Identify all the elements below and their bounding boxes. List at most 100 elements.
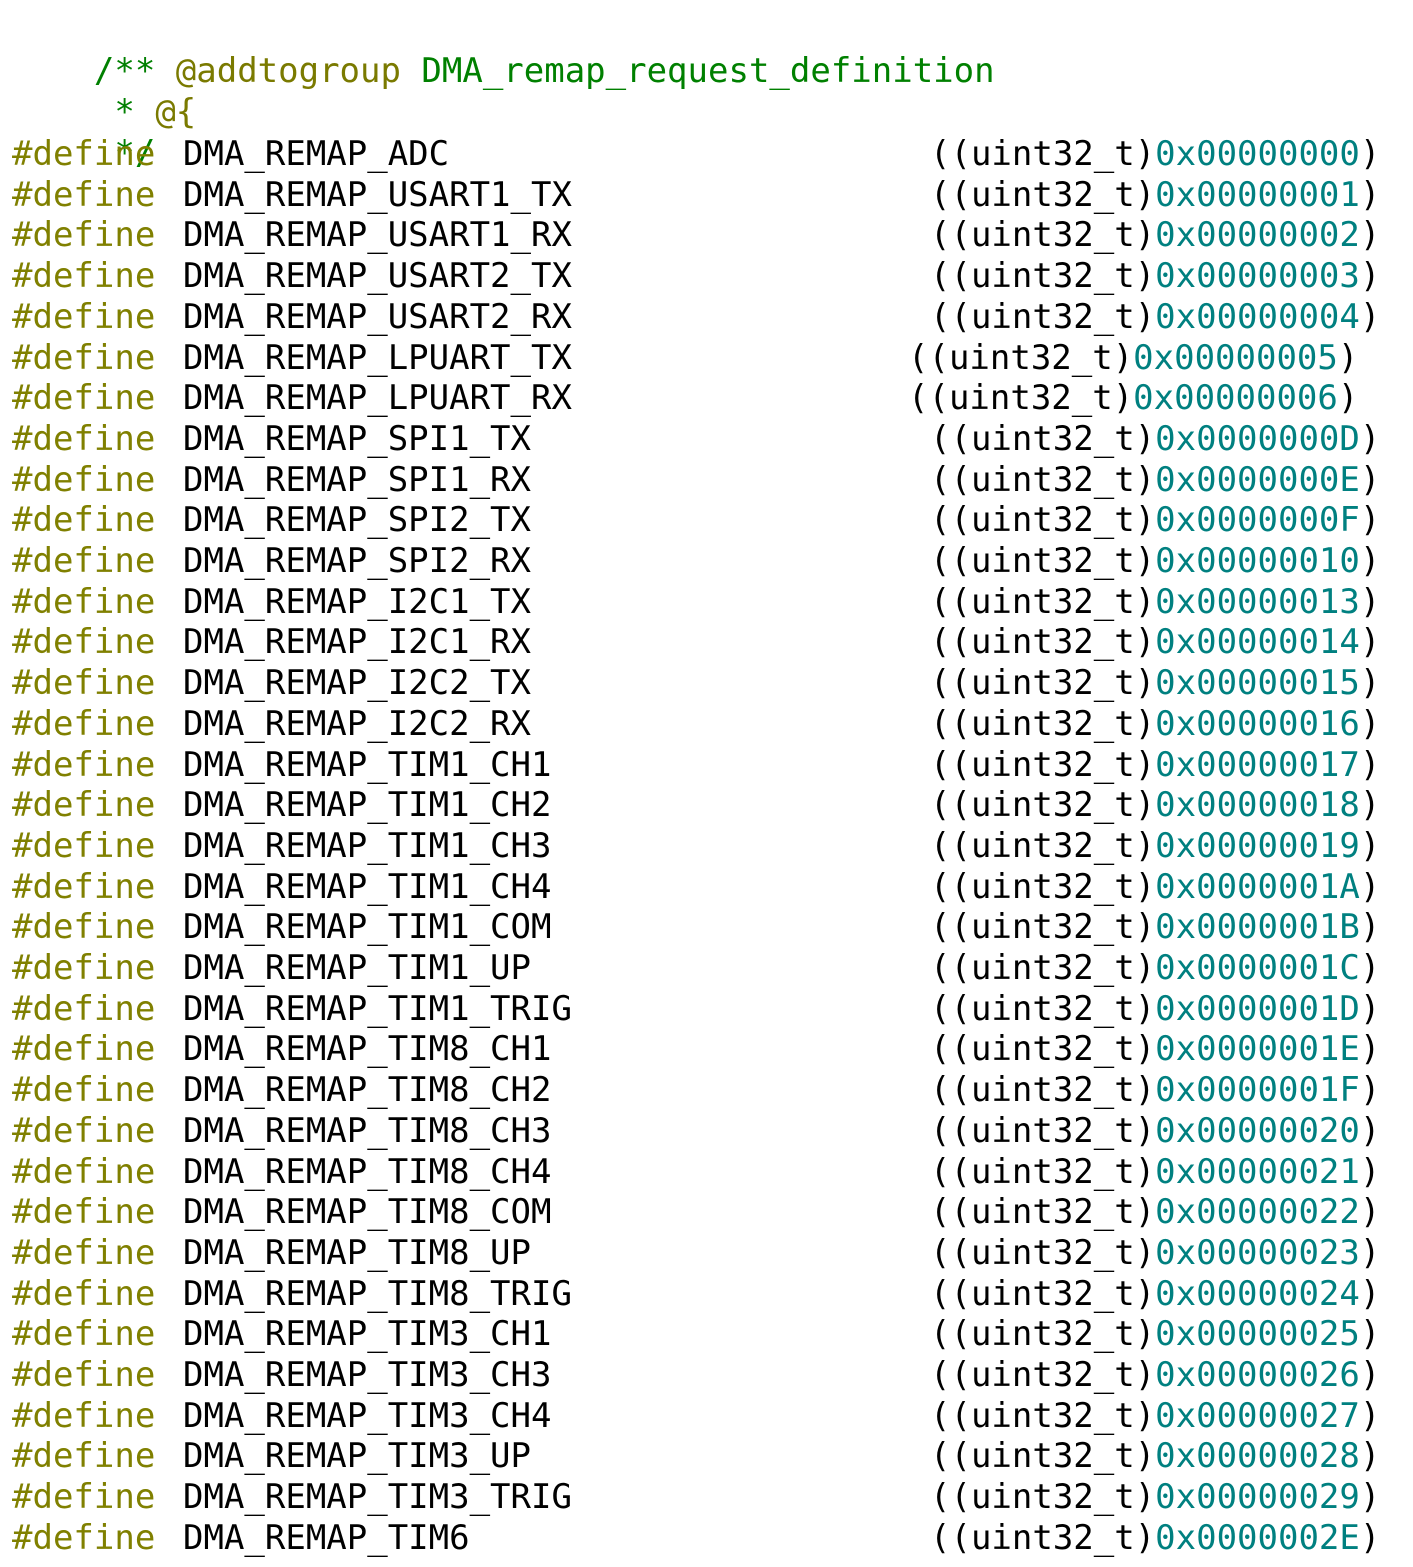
define-directive: #define xyxy=(12,378,156,419)
define-directive: #define xyxy=(12,174,156,215)
macro-name: DMA_REMAP_TIM1_CH4 xyxy=(183,866,552,907)
macro-value: ((uint32_t)0x00000023) xyxy=(930,1233,1380,1273)
macro-value: ((uint32_t)0x00000024) xyxy=(930,1274,1380,1314)
macro-value: ((uint32_t)0x00000029) xyxy=(930,1477,1380,1517)
define-directive: #define xyxy=(12,744,156,785)
close-paren: ) xyxy=(1359,703,1381,744)
hex-literal: 0x00000026 xyxy=(1155,1355,1360,1395)
close-paren: ) xyxy=(1359,541,1381,581)
macro-value: ((uint32_t)0x00000005) xyxy=(908,338,1358,378)
type-cast: ((uint32_t) xyxy=(930,1273,1156,1314)
define-directive: #define xyxy=(12,541,156,581)
macro-name: DMA_REMAP_I2C2_RX xyxy=(183,703,531,744)
macro-name: DMA_REMAP_I2C1_RX xyxy=(183,622,531,663)
close-paren: ) xyxy=(1359,256,1381,297)
hex-literal: 0x00000029 xyxy=(1155,1477,1360,1518)
type-cast: ((uint32_t) xyxy=(930,581,1156,622)
type-cast: ((uint32_t) xyxy=(930,1192,1156,1233)
macro-value: ((uint32_t)0x0000002E) xyxy=(930,1518,1380,1558)
macro-name: DMA_REMAP_TIM3_CH1 xyxy=(183,1314,552,1355)
close-paren: ) xyxy=(1359,296,1381,337)
close-paren: ) xyxy=(1359,174,1381,215)
define-directive: #define xyxy=(12,215,156,256)
type-cast: ((uint32_t) xyxy=(930,134,1156,174)
doxygen-tag: @{ xyxy=(155,92,197,132)
hex-literal: 0x00000027 xyxy=(1155,1395,1360,1436)
macro-name: DMA_REMAP_USART1_TX xyxy=(183,174,572,215)
close-paren: ) xyxy=(1359,866,1381,907)
close-paren: ) xyxy=(1337,337,1359,378)
close-paren: ) xyxy=(1359,1029,1381,1070)
type-cast: ((uint32_t) xyxy=(930,1232,1156,1273)
macro-name: DMA_REMAP_TIM1_CH2 xyxy=(183,785,552,826)
define-directive: #define xyxy=(12,1151,156,1192)
close-paren: ) xyxy=(1359,134,1381,174)
define-directive: #define xyxy=(12,1355,156,1395)
define-line: #define DMA_REMAP_TIM3_CH4 ((uint32_t)0x00… xyxy=(12,1396,1402,1436)
macro-name: DMA_REMAP_TIM1_CH3 xyxy=(183,825,552,866)
close-paren: ) xyxy=(1359,1110,1381,1151)
hex-literal: 0x00000020 xyxy=(1155,1110,1360,1151)
macro-value: ((uint32_t)0x00000000) xyxy=(930,134,1380,174)
hex-literal: 0x00000004 xyxy=(1155,296,1360,337)
macro-name: DMA_REMAP_TIM3_CH4 xyxy=(183,1395,552,1436)
doc-comment-line: */ xyxy=(12,93,155,173)
hex-literal: 0x00000021 xyxy=(1155,1151,1360,1192)
define-directive: #define xyxy=(12,948,156,988)
macro-value: ((uint32_t)0x0000000F) xyxy=(930,500,1380,540)
comment-prefix: * xyxy=(93,92,156,132)
define-directive: #define xyxy=(12,418,156,459)
hex-literal: 0x0000002E xyxy=(1155,1517,1360,1558)
macro-name: DMA_REMAP_TIM3_UP xyxy=(183,1436,531,1477)
close-paren: ) xyxy=(1359,1477,1381,1518)
macro-name: DMA_REMAP_SPI2_RX xyxy=(183,541,531,581)
define-directive: #define xyxy=(12,1395,156,1436)
comment-prefix: /** xyxy=(93,51,176,91)
close-paren: ) xyxy=(1359,988,1381,1029)
macro-value: ((uint32_t)0x0000001C) xyxy=(930,948,1380,988)
type-cast: ((uint32_t) xyxy=(930,988,1156,1029)
macro-value: ((uint32_t)0x00000013) xyxy=(930,582,1380,622)
hex-literal: 0x00000005 xyxy=(1133,337,1338,378)
macro-name: DMA_REMAP_TIM3_TRIG xyxy=(183,1477,572,1518)
hex-literal: 0x00000010 xyxy=(1155,541,1360,581)
macro-name: DMA_REMAP_USART1_RX xyxy=(183,215,572,256)
comment-prefix: */ xyxy=(93,133,156,173)
close-paren: ) xyxy=(1359,785,1381,826)
hex-literal: 0x0000000D xyxy=(1155,418,1360,459)
macro-name: DMA_REMAP_TIM8_COM xyxy=(183,1192,552,1233)
type-cast: ((uint32_t) xyxy=(930,744,1156,785)
define-directive: #define xyxy=(12,1436,156,1477)
type-cast: ((uint32_t) xyxy=(930,1314,1156,1355)
doxygen-tag: @addtogroup xyxy=(175,51,401,91)
close-paren: ) xyxy=(1359,1355,1381,1395)
hex-literal: 0x00000017 xyxy=(1155,744,1360,785)
hex-literal: 0x00000016 xyxy=(1155,703,1360,744)
define-directive: #define xyxy=(12,703,156,744)
macro-name: DMA_REMAP_USART2_RX xyxy=(183,296,572,337)
macro-value: ((uint32_t)0x00000020) xyxy=(930,1111,1380,1151)
macro-value: ((uint32_t)0x00000027) xyxy=(930,1396,1380,1436)
define-line: #define DMA_REMAP_I2C2_RX ((uint32_t)0x000… xyxy=(12,704,1402,744)
macro-name: DMA_REMAP_SPI1_RX xyxy=(183,459,531,500)
type-cast: ((uint32_t) xyxy=(930,418,1156,459)
define-directive: #define xyxy=(12,134,156,174)
type-cast: ((uint32_t) xyxy=(930,703,1156,744)
close-paren: ) xyxy=(1359,948,1381,988)
define-directive: #define xyxy=(12,825,156,866)
macro-name: DMA_REMAP_ADC xyxy=(183,134,450,174)
define-directive: #define xyxy=(12,1192,156,1233)
macro-name: DMA_REMAP_TIM6 xyxy=(183,1517,470,1558)
